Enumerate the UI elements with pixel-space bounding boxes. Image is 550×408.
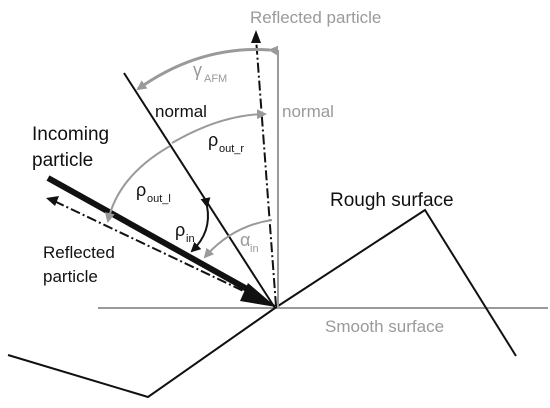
svg-text:ρ: ρ [136,180,146,200]
svg-text:ρ: ρ [175,220,185,240]
normal-black-line [123,72,276,309]
reflected-particle-left-line1: Reflected [43,243,115,262]
reflected-particle-left-ray [51,199,276,307]
rho-out-r-label: ρ out_r [208,130,244,155]
normal-black-label: normal [155,102,207,121]
gamma-afm-arc [136,45,279,91]
reflected-particle-top-label: Reflected particle [250,8,381,27]
rho-in-label: ρ in [175,220,195,245]
rho-out-l-arc [104,145,171,223]
svg-text:out_l: out_l [147,193,171,205]
incoming-label-line1: Incoming [32,124,109,145]
incoming-particle-ray [46,175,258,297]
reflected-particle-up-ray [255,37,277,307]
alpha-in-arc [203,219,273,259]
rho-out-l-label: ρ out_l [136,180,171,205]
gamma-afm-label: γ AFM [193,60,227,85]
incoming-label-line2: particle [32,150,93,171]
reflected-particle-left-line2: particle [43,267,98,286]
rough-surface-label: Rough surface [330,190,454,211]
incoming-particle-arrowhead [240,283,276,307]
svg-text:AFM: AFM [204,73,227,85]
normal-gray-label: normal [282,102,334,121]
svg-text:γ: γ [193,60,202,80]
svg-text:α: α [240,230,250,250]
rho-in-arc [190,197,211,253]
svg-text:out_r: out_r [219,143,244,155]
svg-text:ρ: ρ [208,130,218,150]
svg-text:in: in [250,243,259,255]
smooth-surface-label: Smooth surface [325,317,444,336]
rho-out-r-arc [171,109,267,144]
reflected-particle-up-arrowhead [251,30,261,43]
reflected-particle-left-arrowhead [46,196,59,206]
svg-text:in: in [186,233,195,245]
alpha-in-label: α in [240,230,259,255]
